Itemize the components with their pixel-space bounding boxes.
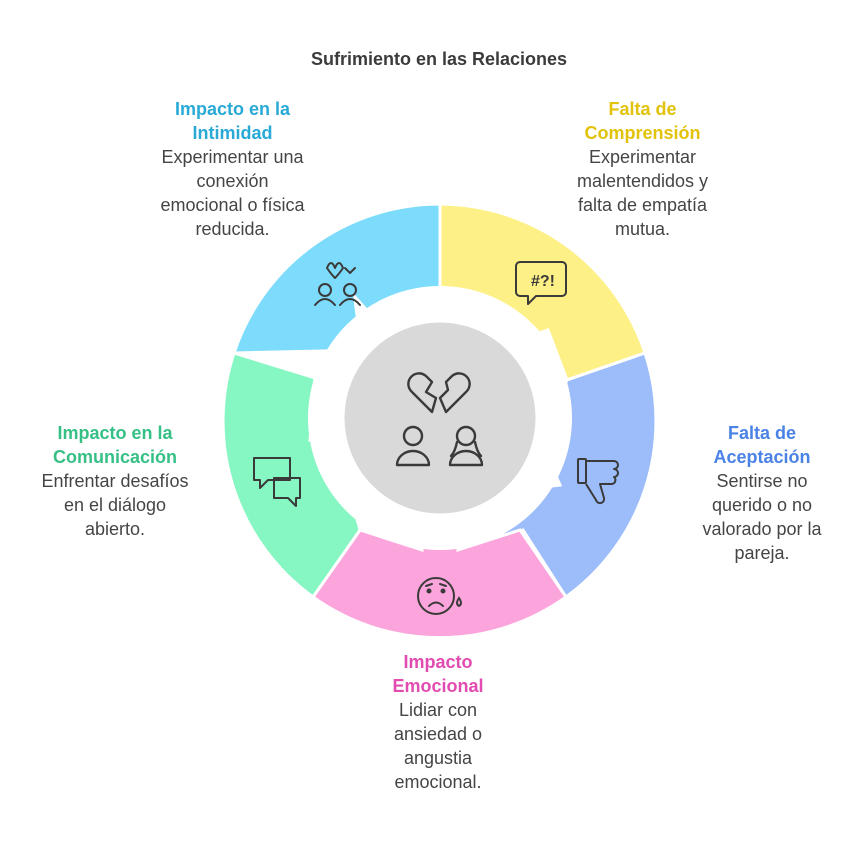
center-circle — [341, 319, 539, 517]
crying-face-icon — [417, 577, 462, 615]
desc-comprension: Experimentar malentendidos y falta de em… — [576, 147, 709, 239]
title-aceptacion: Falta de Aceptación — [713, 423, 811, 467]
chat-bubbles-icon — [253, 457, 301, 507]
svg-text:#?!: #?! — [531, 273, 555, 290]
label-emocional: Impacto Emocional Lidiar con ansiedad o … — [352, 650, 524, 794]
label-aceptacion: Falta de Aceptación Sentirse no querido … — [676, 421, 848, 565]
thumbs-down-icon — [577, 458, 619, 505]
title-intimidad: Impacto en la Intimidad — [174, 99, 291, 143]
title-comprension: Falta de Comprensión — [584, 99, 701, 143]
title-comunicacion: Impacto en la Comunicación — [52, 423, 177, 467]
label-comunicacion: Impacto en la Comunicación Enfrentar des… — [14, 421, 216, 541]
diagram-title: Sufrimiento en las Relaciones — [310, 49, 568, 69]
desc-emocional: Lidiar con ansiedad o angustia emocional… — [393, 700, 483, 792]
speech-symbols-icon: #?! — [515, 261, 567, 305]
title-emocional: Impacto Emocional — [392, 652, 484, 696]
label-comprension: Falta de Comprensión Experimentar malent… — [540, 97, 745, 241]
desc-intimidad: Experimentar una conexión emocional o fí… — [160, 147, 305, 239]
label-intimidad: Impacto en la Intimidad Experimentar una… — [130, 97, 335, 241]
desc-comunicacion: Enfrentar desafíos en el diálogo abierto… — [41, 471, 189, 539]
desc-aceptacion: Sentirse no querido o no valorado por la… — [702, 471, 822, 563]
couple-icon — [314, 262, 361, 306]
broken-heart-couple-icon — [395, 372, 484, 467]
